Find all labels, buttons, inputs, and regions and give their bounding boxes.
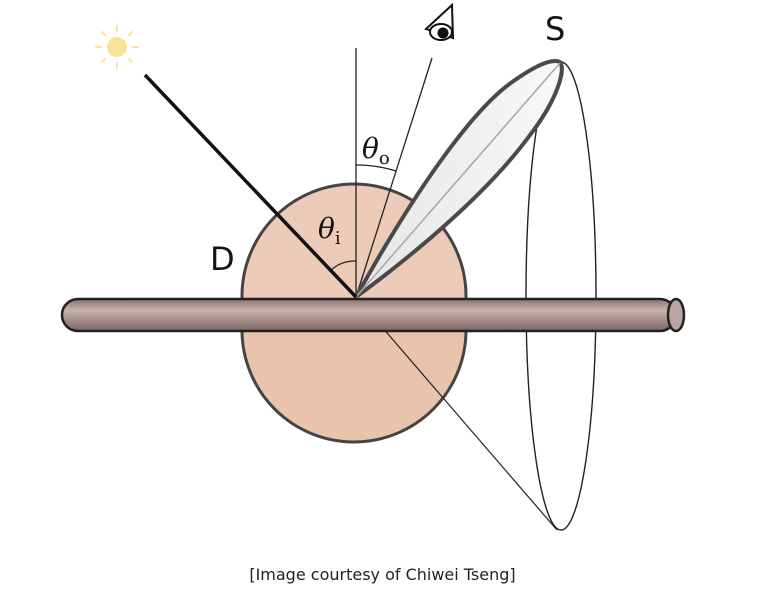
incident-ray	[143, 73, 358, 299]
hair-fiber	[60, 297, 686, 333]
theta-i-subscript: i	[335, 228, 341, 249]
theta-i-label: θi	[318, 212, 341, 249]
eye-icon	[424, 2, 455, 41]
theta-o-subscript: o	[379, 148, 390, 169]
specular-label: S	[545, 10, 565, 48]
sun-icon	[95, 25, 139, 69]
specular-lobe	[354, 59, 564, 299]
theta-o-label: θo	[362, 132, 390, 169]
view-direction-line	[355, 57, 433, 298]
diffuse-label: D	[210, 240, 235, 278]
theta-o-arc	[355, 164, 397, 172]
image-caption: [Image courtesy of Chiwei Tseng]	[249, 565, 516, 584]
